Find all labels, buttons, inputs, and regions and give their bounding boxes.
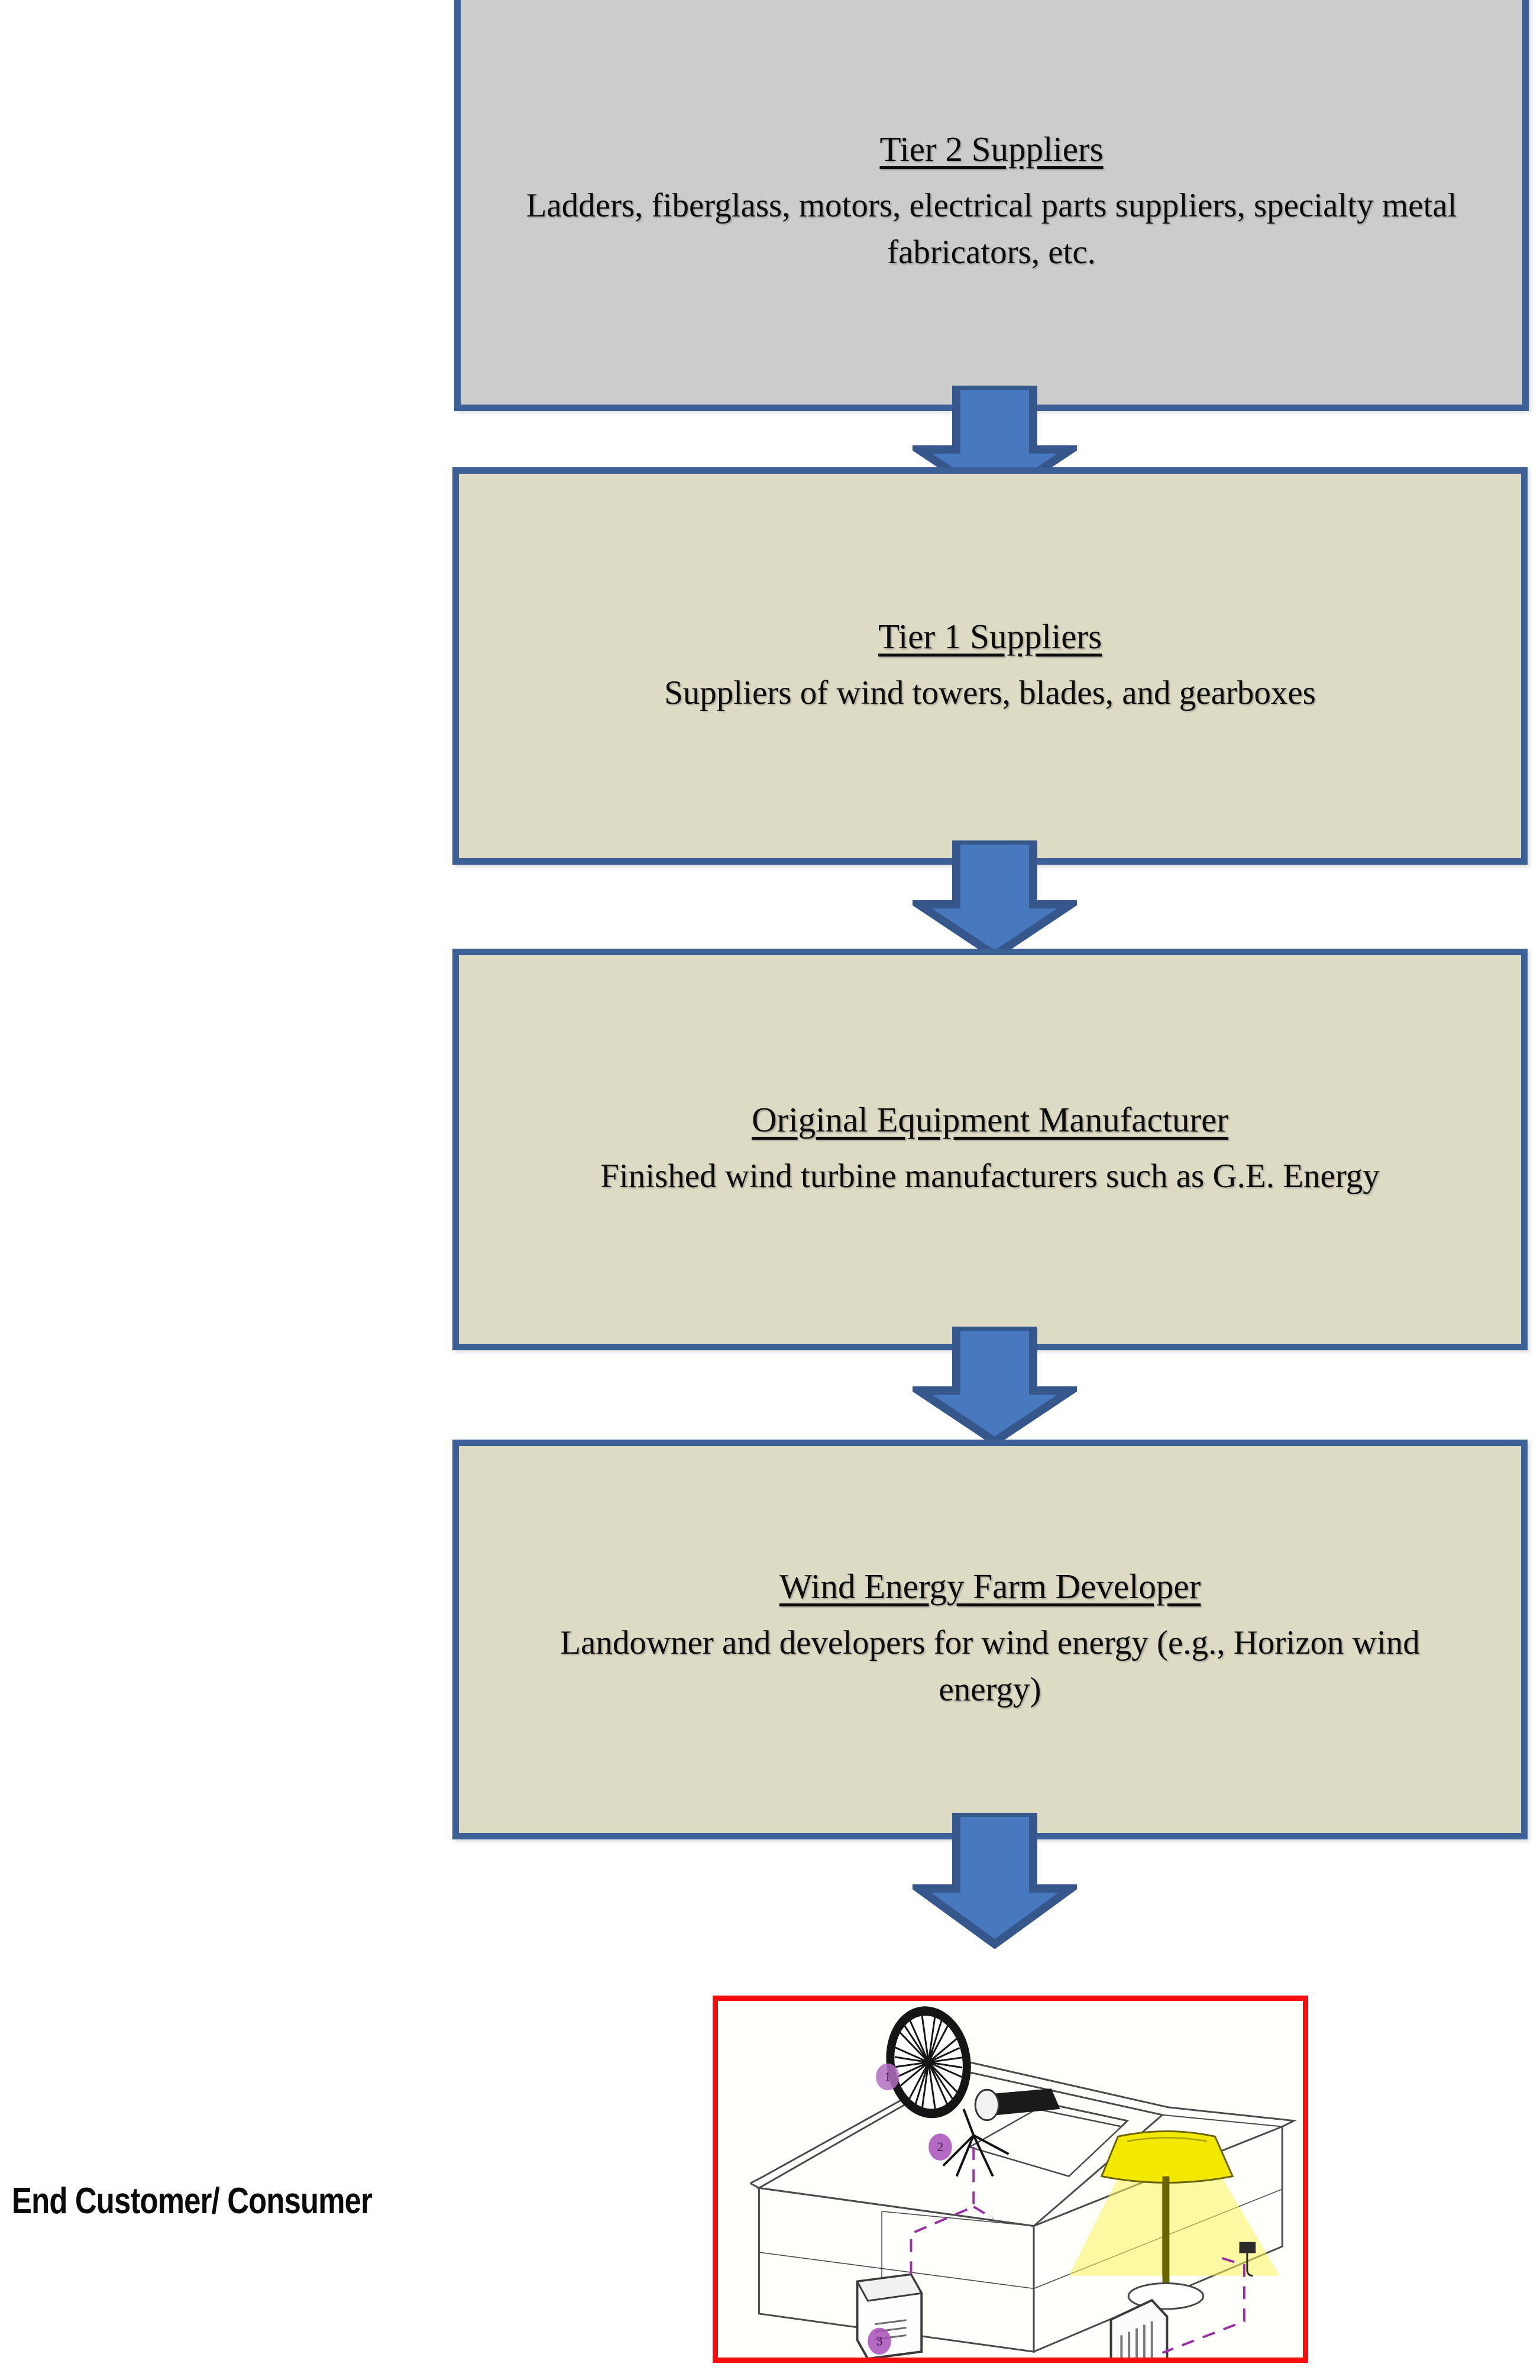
node-description: Suppliers of wind towers, blades, and ge… <box>664 674 1316 712</box>
node-title: Tier 2 Suppliers <box>879 130 1104 169</box>
flow-node-original-equipment-manufacturer[interactable]: Original Equipment Manufacturer Finished… <box>452 949 1528 1350</box>
flow-node-tier1-suppliers[interactable]: Tier 1 Suppliers Suppliers of wind tower… <box>452 467 1528 865</box>
arrow-tier1-to-oem-icon <box>913 840 1077 959</box>
arrow-developer-to-customer-icon <box>913 1813 1077 1949</box>
node-description: Ladders, fiberglass, motors, electrical … <box>526 187 1457 271</box>
svg-text:1: 1 <box>884 2069 891 2084</box>
node-title: Tier 1 Suppliers <box>878 616 1102 656</box>
arrow-oem-to-developer-icon <box>913 1327 1077 1445</box>
end-customer-label: End Customer/ Consumer <box>12 2181 373 2221</box>
node-title: Original Equipment Manufacturer <box>751 1100 1229 1140</box>
flow-node-wind-energy-farm-developer[interactable]: Wind Energy Farm Developer Landowner and… <box>452 1440 1528 1839</box>
node-description: Finished wind turbine manufacturers such… <box>600 1157 1380 1195</box>
svg-text:2: 2 <box>937 2140 943 2154</box>
end-customer-house-illustration: 1 2 3 4 5 <box>713 1996 1308 2363</box>
node-title: Wind Energy Farm Developer <box>779 1567 1201 1606</box>
svg-text:3: 3 <box>876 2334 883 2348</box>
node-description: Landowner and developers for wind energy… <box>560 1624 1420 1708</box>
flow-node-tier2-suppliers[interactable]: Tier 2 Suppliers Ladders, fiberglass, mo… <box>454 0 1529 411</box>
